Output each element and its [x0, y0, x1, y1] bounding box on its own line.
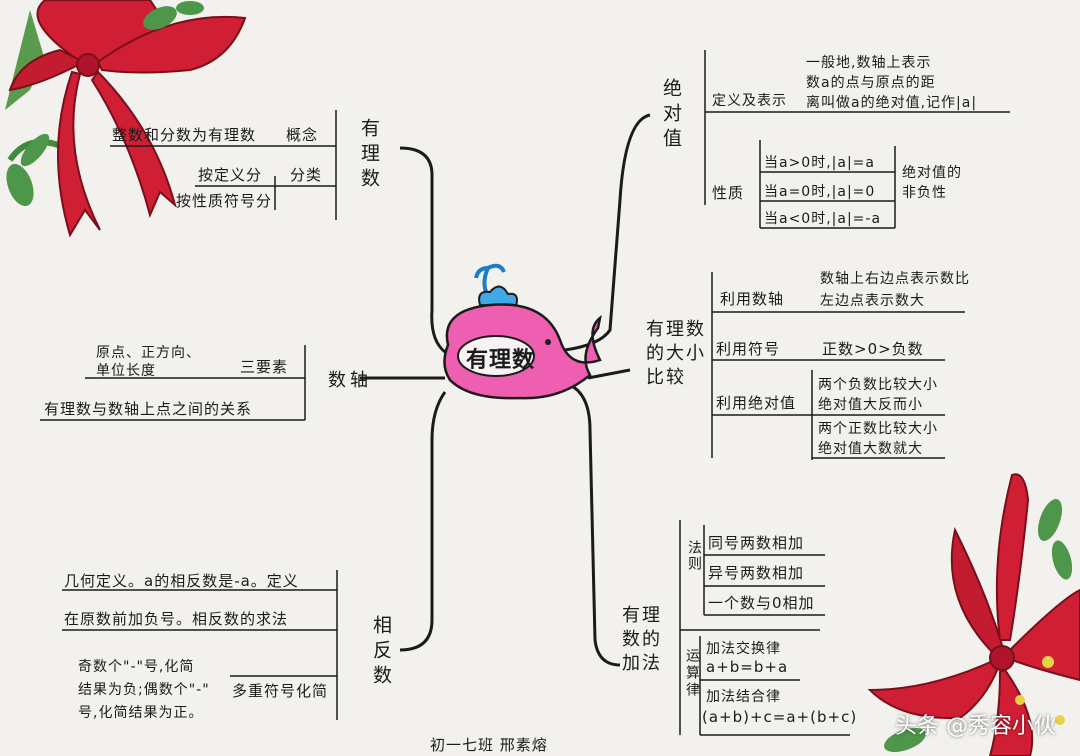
- opposite-simplify-label: 多重符号化简: [232, 682, 329, 700]
- compare-pos-line2: 绝对值大数就大: [818, 441, 923, 457]
- number-line-bracket: [40, 345, 306, 421]
- addition-rule1: 同号两数相加: [708, 534, 805, 552]
- addition-commutative-formula: a+b=b+a: [706, 658, 789, 676]
- abs-prop3: 当a<0时,|a|=-a: [764, 211, 882, 227]
- compare-by-line: 利用数轴: [720, 290, 785, 308]
- watermark: 头条 @秀容小伙: [895, 714, 1056, 739]
- abs-nonneg-line1: 绝对值的: [902, 165, 962, 181]
- abs-bracket: [704, 50, 1010, 229]
- compare-neg-line2: 绝对值大反而小: [818, 397, 923, 413]
- bottom-right-ribbon-icon: [867, 473, 1080, 756]
- addition-laws-label: 运算律: [684, 648, 700, 699]
- rational-classify-label: 分类: [290, 166, 323, 184]
- opposite-bracket: [62, 570, 338, 720]
- abs-prop1: 当a>0时,|a|=a: [764, 155, 875, 171]
- compare-by-line-desc2: 左边点表示数大: [820, 293, 925, 309]
- opposite-method: 在原数前加负号。相反数的求法: [64, 610, 289, 628]
- number-line-elements-label: 三要素: [240, 358, 289, 376]
- abs-def-line1: 一般地,数轴上表示: [806, 55, 932, 71]
- top-left-ribbon-icon: [5, 0, 247, 238]
- rational-classify-item1: 按定义分: [198, 166, 263, 184]
- abs-prop2: 当a=0时,|a|=0: [764, 184, 876, 200]
- abs-branch-label: 绝对值: [660, 78, 682, 153]
- number-line-elements-line2: 单位长度: [96, 363, 156, 379]
- addition-rule3: 一个数与0相加: [708, 594, 815, 612]
- number-line-elements-line1: 原点、正方向、: [96, 345, 201, 361]
- addition-commutative: 加法交换律: [706, 641, 781, 657]
- abs-nonneg-line2: 非负性: [902, 185, 947, 201]
- opposite-simplify-line1: 奇数个"-"号,化简: [78, 659, 195, 675]
- compare-neg-line1: 两个负数比较大小: [818, 377, 938, 393]
- addition-branch-label: 有理数的加法: [622, 605, 662, 674]
- addition-rules-label: 法则: [686, 540, 702, 572]
- rational-concept-label: 概念: [286, 126, 319, 144]
- addition-bracket: [679, 520, 850, 736]
- compare-by-line-desc1: 数轴上右边点表示数比: [820, 271, 970, 287]
- rational-bracket: [110, 110, 337, 220]
- abs-def-line3: 离叫做a的绝对值,记作|a|: [806, 95, 978, 111]
- opposite-simplify-line2: 结果为负;偶数个"-": [78, 682, 210, 698]
- abs-def-label: 定义及表示: [712, 93, 787, 109]
- rational-concept-item: 整数和分数为有理数: [112, 126, 257, 144]
- footer-signature: 初一七班 邢素熔: [430, 736, 548, 754]
- opposite-branch-label: 相反数: [370, 615, 392, 690]
- compare-by-sign-desc: 正数>0>负数: [822, 340, 924, 358]
- compare-by-abs: 利用绝对值: [716, 394, 797, 412]
- addition-associative-formula: (a+b)+c=a+(b+c): [702, 708, 858, 726]
- rational-branch-label: 有理数: [358, 118, 380, 193]
- number-line-relation: 有理数与数轴上点之间的关系: [44, 400, 253, 418]
- number-line-branch-label: 数轴: [328, 370, 372, 391]
- addition-associative: 加法结合律: [706, 689, 781, 705]
- compare-by-sign: 利用符号: [716, 340, 781, 358]
- addition-rule2: 异号两数相加: [708, 564, 805, 582]
- compare-branch-label: 有理数的大小比较: [646, 319, 706, 388]
- compare-bracket: [711, 272, 965, 460]
- whale-icon: [443, 263, 602, 400]
- opposite-simplify-line3: 号,化简结果为正。: [78, 705, 204, 721]
- abs-def-line2: 数a的点与原点的距: [806, 75, 936, 91]
- abs-prop-label: 性质: [712, 184, 745, 202]
- opposite-geo-def: 几何定义。a的相反数是-a。定义: [64, 572, 299, 590]
- center-title: 有理数: [466, 348, 536, 373]
- compare-pos-line1: 两个正数比较大小: [818, 421, 938, 437]
- rational-classify-item2: 按性质符号分: [176, 192, 273, 210]
